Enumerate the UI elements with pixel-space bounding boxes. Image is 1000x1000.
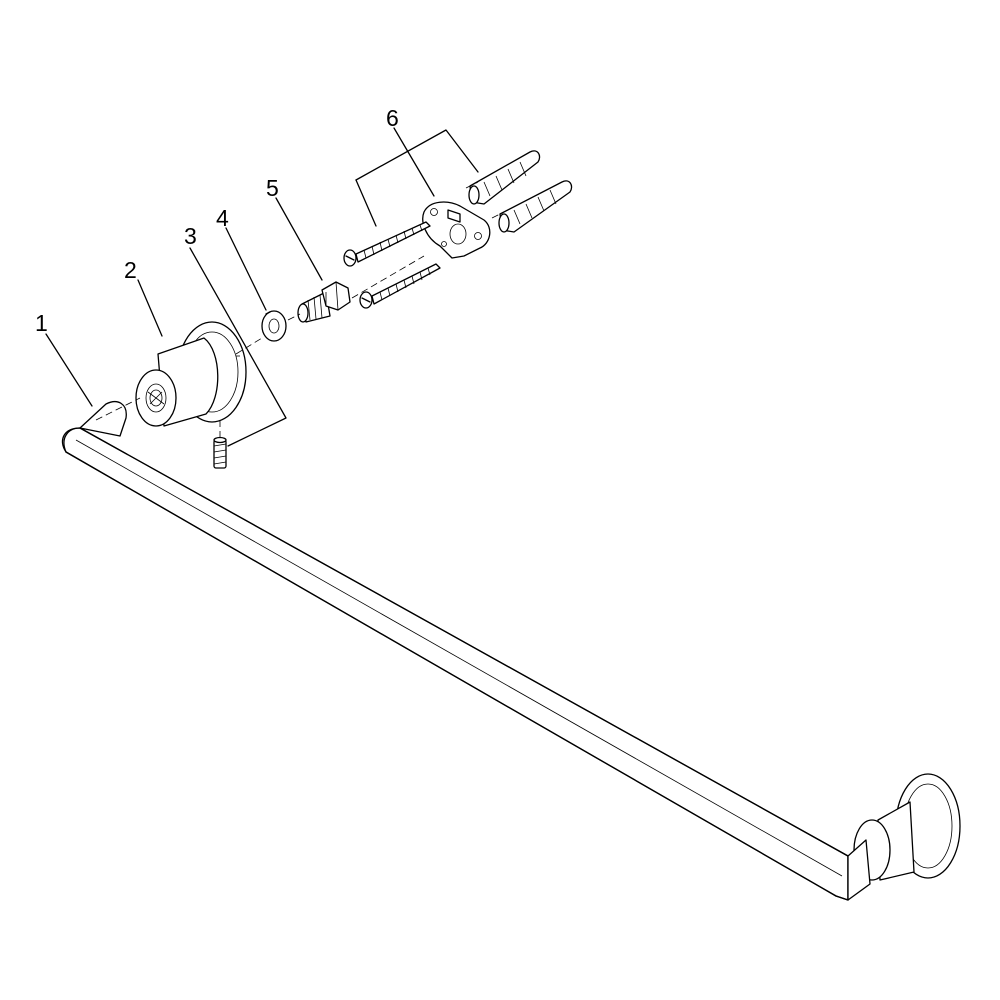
wall-plug-lower (498, 180, 573, 233)
label-part-3: 3 (184, 223, 197, 249)
screw-lower (359, 263, 441, 309)
label-part-6: 6 (386, 105, 399, 131)
mounting-plate (422, 201, 491, 259)
part-labels: 1 2 3 4 5 6 (35, 105, 399, 336)
screw-upper (343, 221, 431, 267)
wall-plug-upper (468, 150, 541, 205)
label-part-2: 2 (124, 257, 137, 283)
label-part-1: 1 (35, 310, 48, 336)
assembly-axis-lines (95, 181, 505, 438)
label-part-5: 5 (266, 175, 279, 201)
washer (261, 310, 287, 342)
label-part-4: 4 (216, 205, 229, 231)
threaded-adapter (297, 281, 351, 323)
right-wall-post (847, 773, 961, 901)
leader-lines (45, 127, 479, 447)
towel-bar (61, 401, 849, 901)
left-wall-post (135, 321, 247, 427)
grub-screw (213, 436, 227, 469)
